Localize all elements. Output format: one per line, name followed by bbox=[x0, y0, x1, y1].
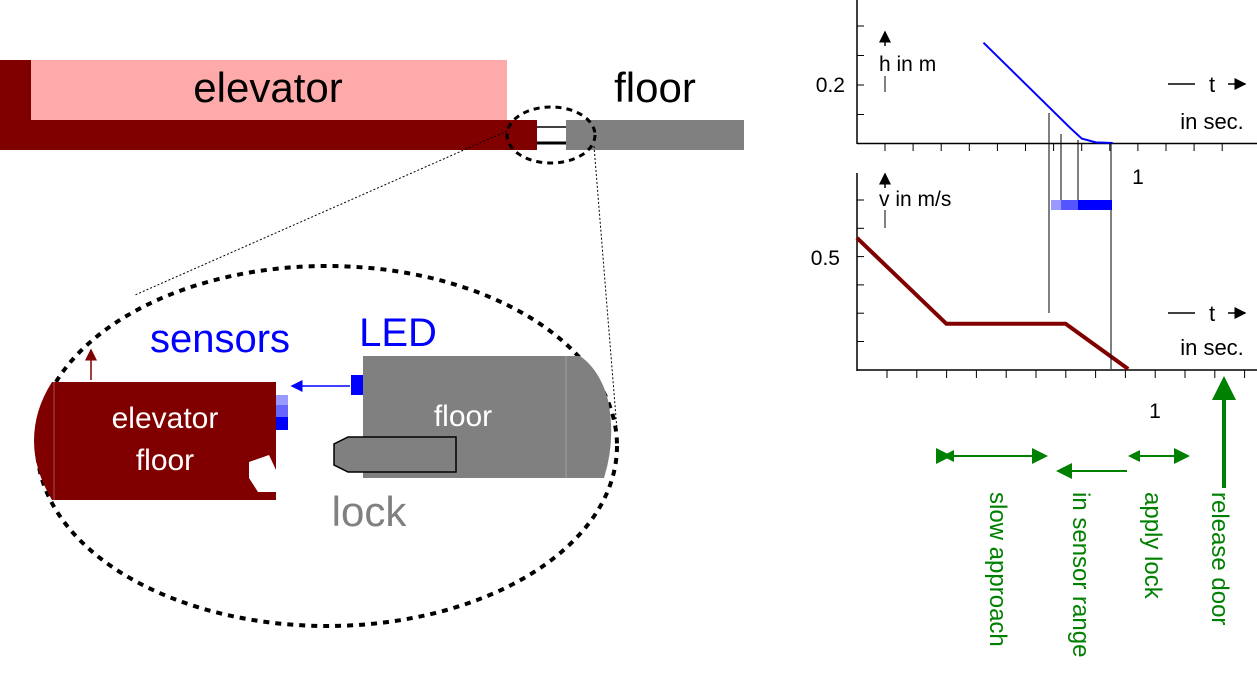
elevator-floor-label-2: floor bbox=[136, 444, 194, 477]
apply-lock-label: apply lock bbox=[1139, 492, 1166, 600]
slow-approach-label: slow approach bbox=[984, 492, 1011, 647]
v-ytick-label: 0.5 bbox=[811, 247, 840, 270]
h-xlabel-1: t bbox=[1209, 72, 1215, 97]
apply-lock-left-head bbox=[1128, 450, 1140, 462]
sensor-bar-mid bbox=[1061, 200, 1078, 210]
h-curve bbox=[982, 41, 1113, 144]
h-xtick-label: 1 bbox=[1132, 166, 1144, 189]
lock-label: lock bbox=[332, 488, 408, 535]
sensor-1 bbox=[276, 395, 288, 405]
floor-label: floor bbox=[614, 64, 696, 111]
overview-elevator: elevator bbox=[0, 60, 537, 150]
zoom-elevator-floor: elevator floor bbox=[34, 348, 276, 500]
v-curve bbox=[855, 236, 1130, 371]
h-y-ticks bbox=[857, 25, 864, 115]
zoom-guide-left bbox=[134, 130, 508, 296]
zoom-floor: floor bbox=[290, 356, 612, 478]
release-door-label: release door bbox=[1206, 492, 1233, 625]
v-xlabel-1: t bbox=[1209, 301, 1215, 326]
floor-zoom-label: floor bbox=[434, 400, 492, 433]
v-y-ticks bbox=[857, 199, 864, 342]
led-label: LED bbox=[359, 311, 437, 355]
sensors-label: sensors bbox=[150, 317, 290, 361]
elevator-lock-notch bbox=[249, 455, 276, 492]
overview-floor: floor bbox=[537, 64, 744, 150]
in-sensor-range-label: in sensor range bbox=[1067, 492, 1094, 657]
zoom-small-ellipse bbox=[505, 105, 597, 165]
sensor-2 bbox=[276, 405, 288, 417]
elevator-floor-block bbox=[34, 382, 276, 500]
sensor-3 bbox=[276, 417, 288, 430]
elevator-floor-label-1: elevator bbox=[112, 402, 219, 435]
led bbox=[351, 375, 363, 395]
h-xlabel-2: in sec. bbox=[1180, 109, 1244, 134]
sensor-stack bbox=[276, 395, 288, 430]
v-x-ticks bbox=[886, 370, 1246, 378]
height-chart: h in m 0.2 1 t in sec. bbox=[816, 0, 1257, 189]
phase-annotations: slow approach in sensor range apply lock… bbox=[936, 376, 1236, 657]
sensor-bar-dark bbox=[1078, 200, 1112, 210]
v-ylabel: v in m/s bbox=[879, 188, 951, 211]
h-x-ticks bbox=[884, 143, 1223, 151]
sensor-bar-light bbox=[1051, 200, 1061, 210]
h-ytick-label: 0.2 bbox=[816, 74, 845, 97]
velocity-chart: v in m/s 0.5 1 t in sec. bbox=[811, 172, 1257, 423]
lock-bolt bbox=[333, 436, 457, 473]
floor-slab bbox=[566, 120, 744, 150]
v-xtick-label: 1 bbox=[1149, 400, 1161, 423]
v-xlabel-2: in sec. bbox=[1180, 335, 1244, 360]
zoom-guide-right bbox=[593, 145, 618, 431]
elevator-floor-plate bbox=[0, 120, 537, 150]
h-ylabel: h in m bbox=[879, 53, 936, 76]
elevator-cabin bbox=[31, 60, 507, 120]
elevator-label: elevator bbox=[193, 64, 342, 111]
slow-approach-left-head bbox=[942, 450, 954, 462]
phase-markers bbox=[1048, 113, 1112, 369]
